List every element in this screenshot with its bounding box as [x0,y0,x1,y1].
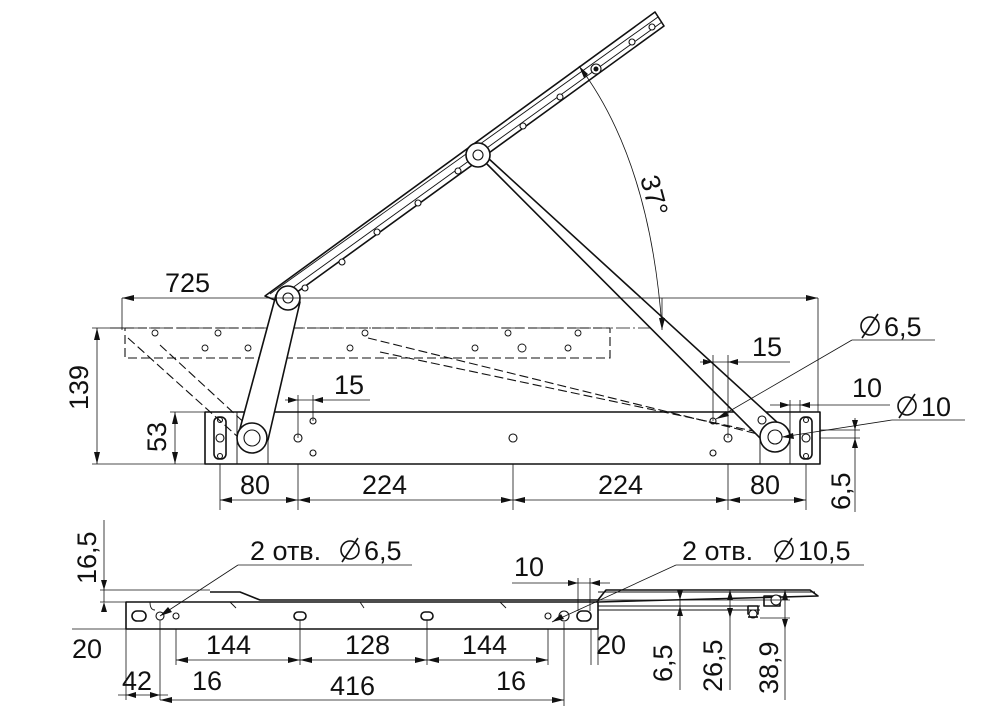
dim-spacing-chain: 80 224 224 80 [219,464,807,510]
label-16-5: 16,5 [72,531,102,584]
label-144-right: 144 [462,630,507,660]
dim-overall-length: 725 [121,268,819,412]
label-144-left: 144 [206,630,251,660]
dim-overall-height: 139 [64,327,205,465]
label-224-left: 224 [362,470,407,500]
dim-10: 10 [770,373,890,412]
dim-15-left: 15 [285,370,370,438]
label-slot-10: 10 [514,552,544,582]
dim-20-right: 20 [590,629,626,665]
label-37: 37° [634,172,674,219]
label-holes-dia-small: 6,5 [364,536,402,566]
label-6-5-right: 6,5 [826,472,856,510]
label-dia-6-5: 6,5 [884,312,922,342]
dim-16-5: 16,5 [72,520,210,612]
label-42: 42 [122,666,152,696]
label-20-left: 20 [72,634,102,664]
leader-2-holes-6-5: 2 отв. 6,5 [159,536,412,617]
dim-base-height: 53 [142,411,205,464]
label-80-left: 80 [240,470,270,500]
dim-416: 416 [160,622,565,706]
dim-6-5-right: 6,5 [820,418,860,512]
dim-16-right: 16 [496,666,526,696]
label-80-right: 80 [750,470,780,500]
label-15-left: 15 [334,370,364,400]
dim-20-left: 20 [72,628,126,664]
link-arm-right [465,142,791,453]
lid-closed [124,327,611,359]
dim-16-left: 16 [192,666,222,696]
dim-slot-10: 10 [512,552,610,611]
label-holes-note-small: 2 отв. [250,536,321,566]
label-128: 128 [345,630,390,660]
label-139: 139 [64,365,94,410]
folded-base [125,601,599,630]
dim-42: 42 [118,620,168,700]
label-725: 725 [165,268,210,298]
label-16-left: 16 [192,666,222,696]
label-holes-dia-large: 10,5 [798,536,851,566]
label-26-5: 26,5 [698,639,728,692]
dim-15-right: 15 [700,332,790,438]
leader-hole-10: 10 [781,392,965,439]
label-20-right: 20 [596,630,626,660]
dim-bottom-spacing: 144 128 144 [175,620,549,665]
label-16-right: 16 [496,666,526,696]
label-416: 416 [330,671,375,701]
diameter-icon [860,313,880,339]
leader-hole-6-5: 6,5 [715,312,935,420]
label-10: 10 [852,373,882,403]
link-arm-left [236,285,301,454]
label-6-5-bottom: 6,5 [648,644,678,682]
hinge-folded-view: 16,5 20 2 отв. 6,5 2 отв. 10,5 [72,520,864,706]
label-dia-10: 10 [921,392,951,422]
label-holes-note-large: 2 отв. [682,536,753,566]
diameter-icon [340,537,360,563]
dim-vertical-right: 6,5 26,5 38,9 [598,590,790,700]
hinge-side-view: 725 139 53 37° [64,11,965,512]
diameter-icon [897,393,917,419]
label-15-right: 15 [752,332,782,362]
diameter-icon [774,537,794,563]
label-224-right: 224 [598,470,643,500]
leader-2-holes-10-5: 2 отв. 10,5 [551,536,864,623]
label-38-9: 38,9 [754,641,784,694]
lid-open [264,11,665,304]
label-53: 53 [142,422,172,452]
